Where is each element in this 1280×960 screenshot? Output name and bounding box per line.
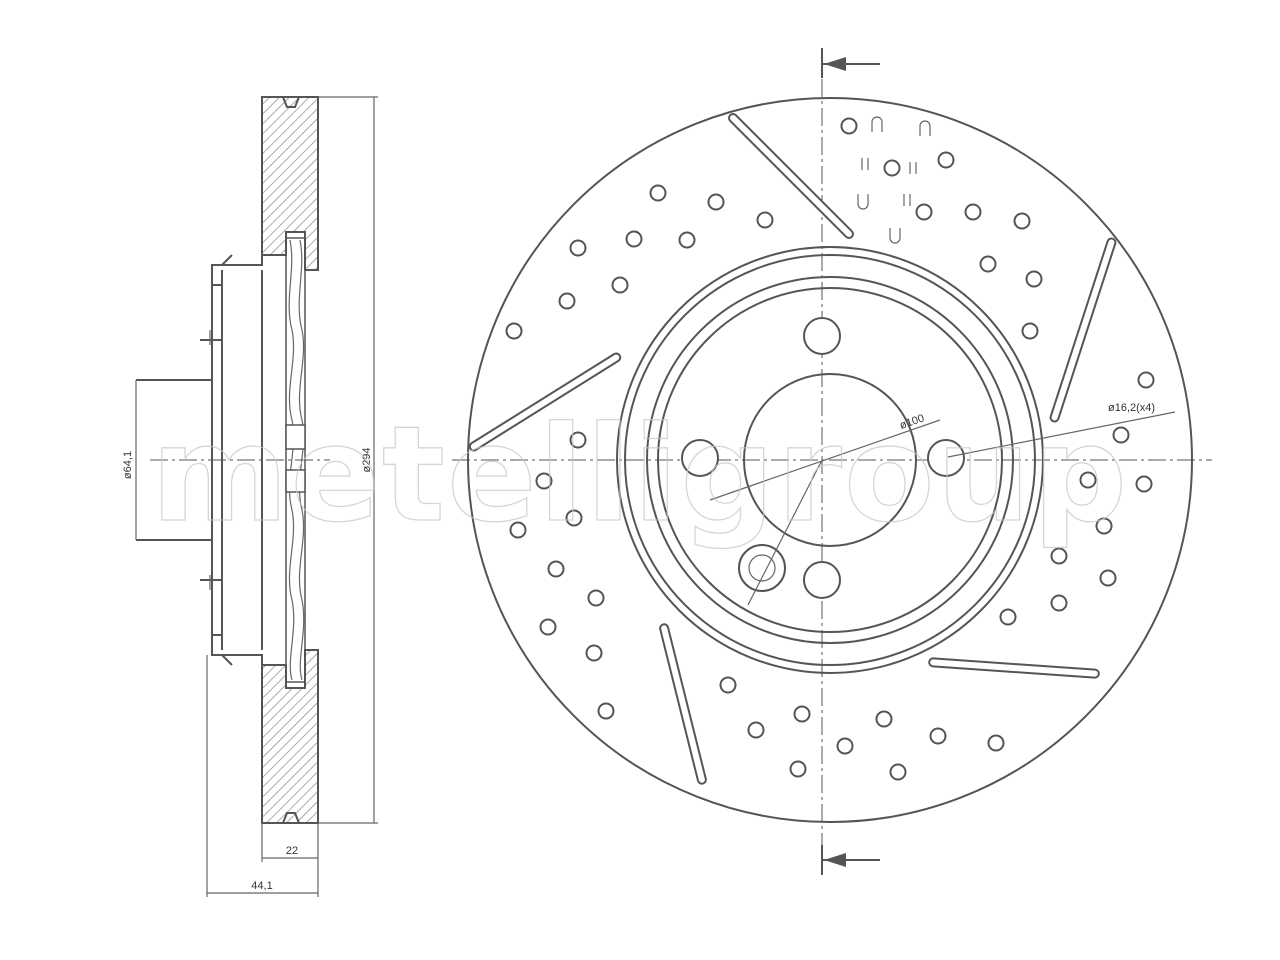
bolt-hole-label: ø16,2(x4)	[1108, 402, 1155, 414]
drilled-holes	[505, 117, 1155, 781]
outer-diameter-label: ø294	[361, 447, 373, 472]
drilled-hole	[1025, 270, 1043, 288]
drilled-hole	[625, 230, 643, 248]
hub-bore	[136, 379, 212, 541]
drilled-hole	[1079, 471, 1097, 489]
drilled-hole	[840, 117, 858, 135]
drilled-hole	[1099, 569, 1117, 587]
drilled-hole	[649, 184, 667, 202]
bolt-hole	[927, 439, 965, 477]
drilled-hole	[509, 521, 527, 539]
bottom-groove	[282, 812, 300, 824]
drilled-hole	[937, 151, 955, 169]
front-view: ø100 ø16,2(x4)	[452, 48, 1212, 875]
drilled-hole	[565, 509, 583, 527]
drilled-hole	[747, 721, 765, 739]
drilled-hole	[587, 589, 605, 607]
drilled-hole	[1013, 212, 1031, 230]
vent-channels	[285, 237, 306, 683]
drilled-hole	[987, 734, 1005, 752]
drilled-hole	[1021, 322, 1039, 340]
section-arrow-bottom	[821, 845, 880, 875]
drilled-hole	[883, 159, 901, 177]
drilled-hole	[1112, 426, 1130, 444]
drilled-hole	[789, 760, 807, 778]
drilled-hole	[597, 702, 615, 720]
drilled-hole	[929, 727, 947, 745]
drilled-hole	[1135, 475, 1153, 493]
drilled-hole	[547, 560, 565, 578]
drilled-hole	[1095, 517, 1113, 535]
drilled-hole	[875, 710, 893, 728]
bolt-hole	[681, 439, 719, 477]
side-section-view: ø64,1 ø294 22 44,1	[122, 96, 378, 897]
cooling-markers	[857, 116, 931, 244]
drilled-hole	[707, 193, 725, 211]
disc-thickness-label: 22	[286, 845, 298, 857]
drilled-hole	[1050, 547, 1068, 565]
watermark: metelligroup	[151, 398, 1129, 552]
lower-friction-ring	[261, 649, 319, 824]
section-arrow-top	[821, 48, 880, 78]
drilled-hole	[569, 431, 587, 449]
drilled-hole	[915, 203, 933, 221]
bolt-hole	[803, 561, 841, 599]
top-groove	[282, 96, 300, 108]
drilled-hole	[1137, 371, 1155, 389]
drilled-hole	[505, 322, 523, 340]
drilled-hole	[719, 676, 737, 694]
drilled-hole	[569, 239, 587, 257]
drilled-hole	[535, 472, 553, 490]
locating-hole	[738, 544, 786, 592]
hub-diameter-label: ø64,1	[122, 451, 134, 479]
upper-friction-ring	[261, 96, 319, 271]
overall-height-label: 44,1	[251, 880, 272, 892]
drilled-hole	[756, 211, 774, 229]
drilled-hole	[585, 644, 603, 662]
slots	[468, 113, 1117, 785]
drilled-hole	[889, 763, 907, 781]
drilled-hole	[558, 292, 576, 310]
drilled-hole	[836, 737, 854, 755]
drilled-hole	[678, 231, 696, 249]
bolt-hole	[803, 317, 841, 355]
drilled-hole	[964, 203, 982, 221]
drilled-hole	[999, 608, 1017, 626]
drilled-hole	[1050, 594, 1068, 612]
drilled-hole	[793, 705, 811, 723]
drilled-hole	[539, 618, 557, 636]
drilled-hole	[979, 255, 997, 273]
drilled-hole	[611, 276, 629, 294]
